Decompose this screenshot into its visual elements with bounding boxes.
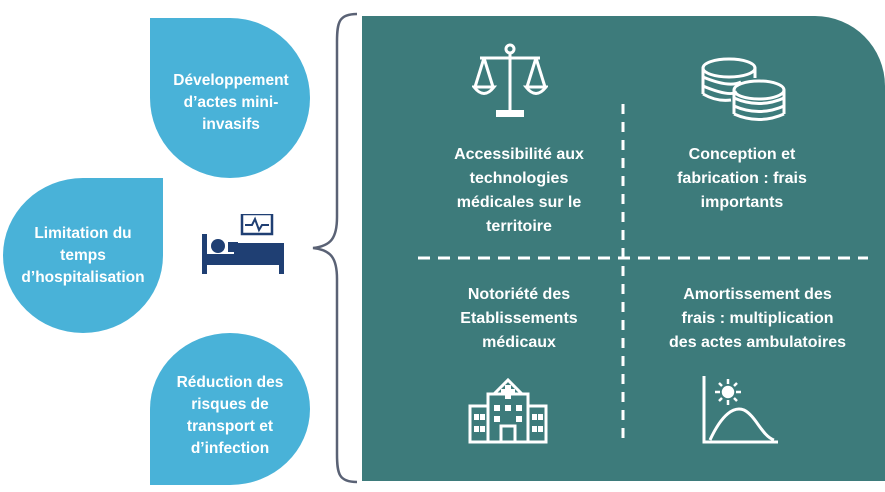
drop-line: risques de xyxy=(191,396,269,413)
graph-icon xyxy=(702,376,778,444)
drop-line: d’infection xyxy=(190,440,270,457)
drop-line: invasifs xyxy=(202,116,260,133)
drop-minimally-invasive: Développement d’actes mini- invasifs xyxy=(150,18,310,178)
quadrant-amortization-text: Amortissement des frais : multiplication… xyxy=(669,286,846,351)
hospital-icon xyxy=(468,377,548,444)
vertical-divider xyxy=(621,104,625,444)
drop-hospital-stay: Limitation du temps d’hospitalisation xyxy=(3,178,163,333)
hospital-bed-icon xyxy=(202,214,284,274)
drop-line: Limitation du xyxy=(34,224,132,242)
coins-icon xyxy=(701,57,786,121)
quadrant-accessibility-text: Accessibilité aux technologies médicales… xyxy=(454,146,584,235)
drop-risk-reduction: Réduction des risques de transport et d’… xyxy=(150,333,310,485)
drop-line: temps xyxy=(60,246,106,264)
drop-line: d’actes mini- xyxy=(183,94,279,111)
drop-line: transport et xyxy=(186,418,274,435)
drop-line: d’hospitalisation xyxy=(21,268,145,286)
horizontal-divider xyxy=(418,256,868,260)
benefits-panel: Accessibilité aux technologies médicales… xyxy=(362,16,885,481)
quadrant-design-costs-text: Conception et fabrication : frais import… xyxy=(677,146,807,211)
scales-icon xyxy=(472,43,548,117)
drop-line: Développement xyxy=(173,72,289,89)
drop-line: Réduction des xyxy=(176,374,284,391)
curly-bracket xyxy=(312,12,358,484)
quadrant-reputation-text: Notoriété des Etablissements médicaux xyxy=(460,286,578,351)
